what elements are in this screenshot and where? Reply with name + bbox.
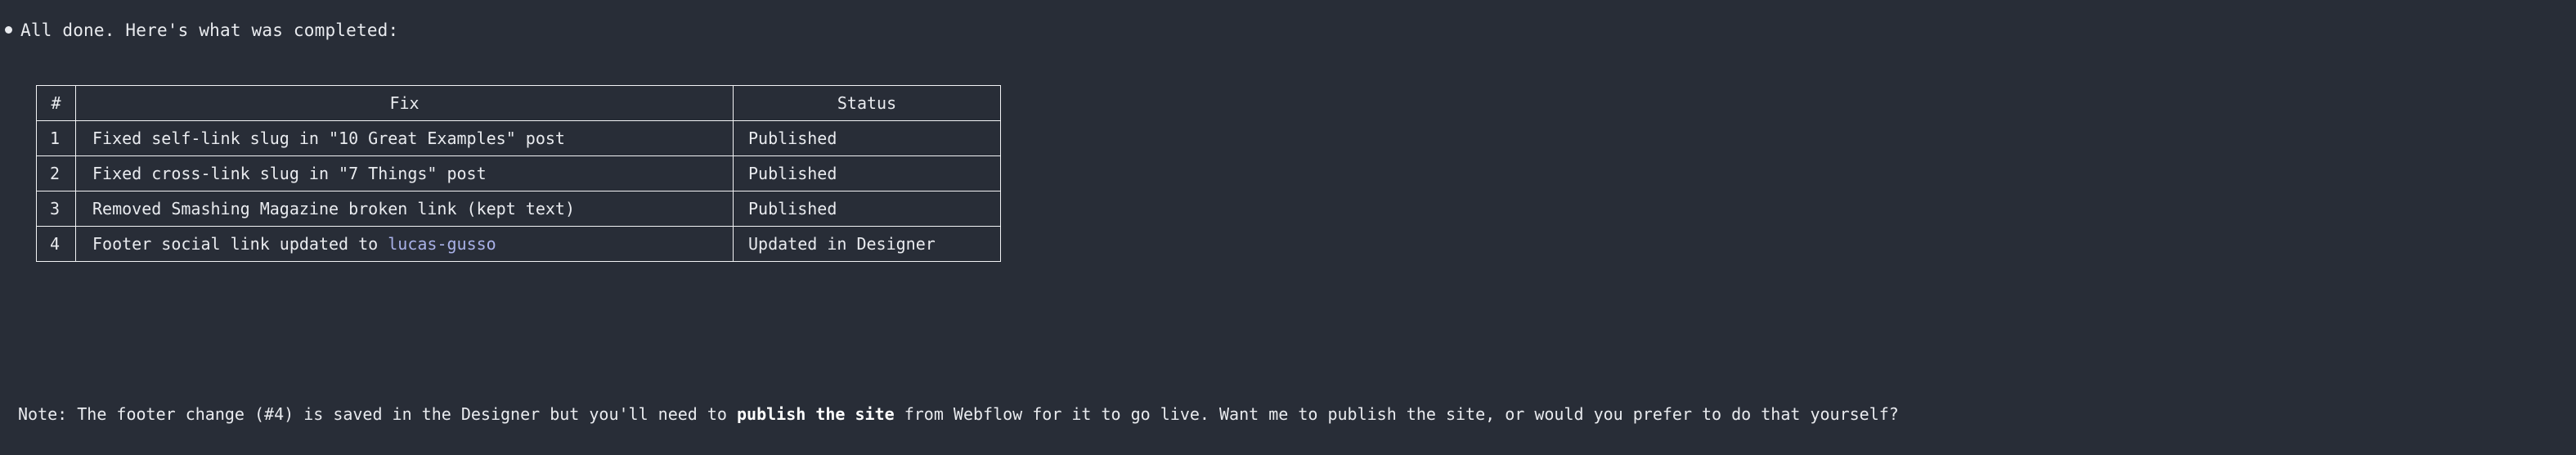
note-emphasis: publish the site: [737, 404, 895, 424]
row-status: Updated in Designer: [733, 226, 1001, 262]
row-number: 2: [36, 155, 76, 191]
row-fix-description: Fixed self-link slug in "10 Great Exampl…: [75, 120, 734, 156]
table-row: 2 Fixed cross-link slug in "7 Things" po…: [36, 155, 1001, 191]
row-status: Published: [733, 191, 1001, 227]
fix-text: Fixed self-link slug in "10 Great Exampl…: [92, 128, 565, 148]
bullet-dot-icon: [5, 26, 12, 34]
column-header-number: #: [36, 85, 76, 121]
row-fix-description: Footer social link updated to lucas-guss…: [75, 226, 734, 262]
slug-link[interactable]: lucas-gusso: [388, 234, 496, 254]
row-number: 4: [36, 226, 76, 262]
note-part-2: from Webflow for it to go live. Want me …: [894, 404, 1899, 424]
completed-fixes-table: # Fix Status 1 Fixed self-link slug in "…: [36, 85, 1001, 262]
footer-note: Note: The footer change (#4) is saved in…: [18, 403, 1899, 426]
column-header-status: Status: [733, 85, 1001, 121]
fix-text: Fixed cross-link slug in "7 Things" post: [92, 164, 487, 183]
note-part-1: Note: The footer change (#4) is saved in…: [18, 404, 737, 424]
row-status: Published: [733, 120, 1001, 156]
row-number: 3: [36, 191, 76, 227]
intro-bullet-line: All done. Here's what was completed:: [0, 18, 398, 43]
column-header-fix: Fix: [75, 85, 734, 121]
table-header-row: # Fix Status: [36, 85, 1001, 121]
fix-text: Removed Smashing Magazine broken link (k…: [92, 199, 576, 218]
row-status: Published: [733, 155, 1001, 191]
row-fix-description: Removed Smashing Magazine broken link (k…: [75, 191, 734, 227]
table-body: 1 Fixed self-link slug in "10 Great Exam…: [36, 120, 1001, 262]
table-row: 1 Fixed self-link slug in "10 Great Exam…: [36, 120, 1001, 156]
table-row: 3 Removed Smashing Magazine broken link …: [36, 191, 1001, 227]
fix-text: Footer social link updated to: [92, 234, 388, 254]
intro-text: All done. Here's what was completed:: [20, 20, 399, 40]
row-fix-description: Fixed cross-link slug in "7 Things" post: [75, 155, 734, 191]
row-number: 1: [36, 120, 76, 156]
table-header: # Fix Status: [36, 85, 1001, 121]
table-row: 4 Footer social link updated to lucas-gu…: [36, 226, 1001, 262]
